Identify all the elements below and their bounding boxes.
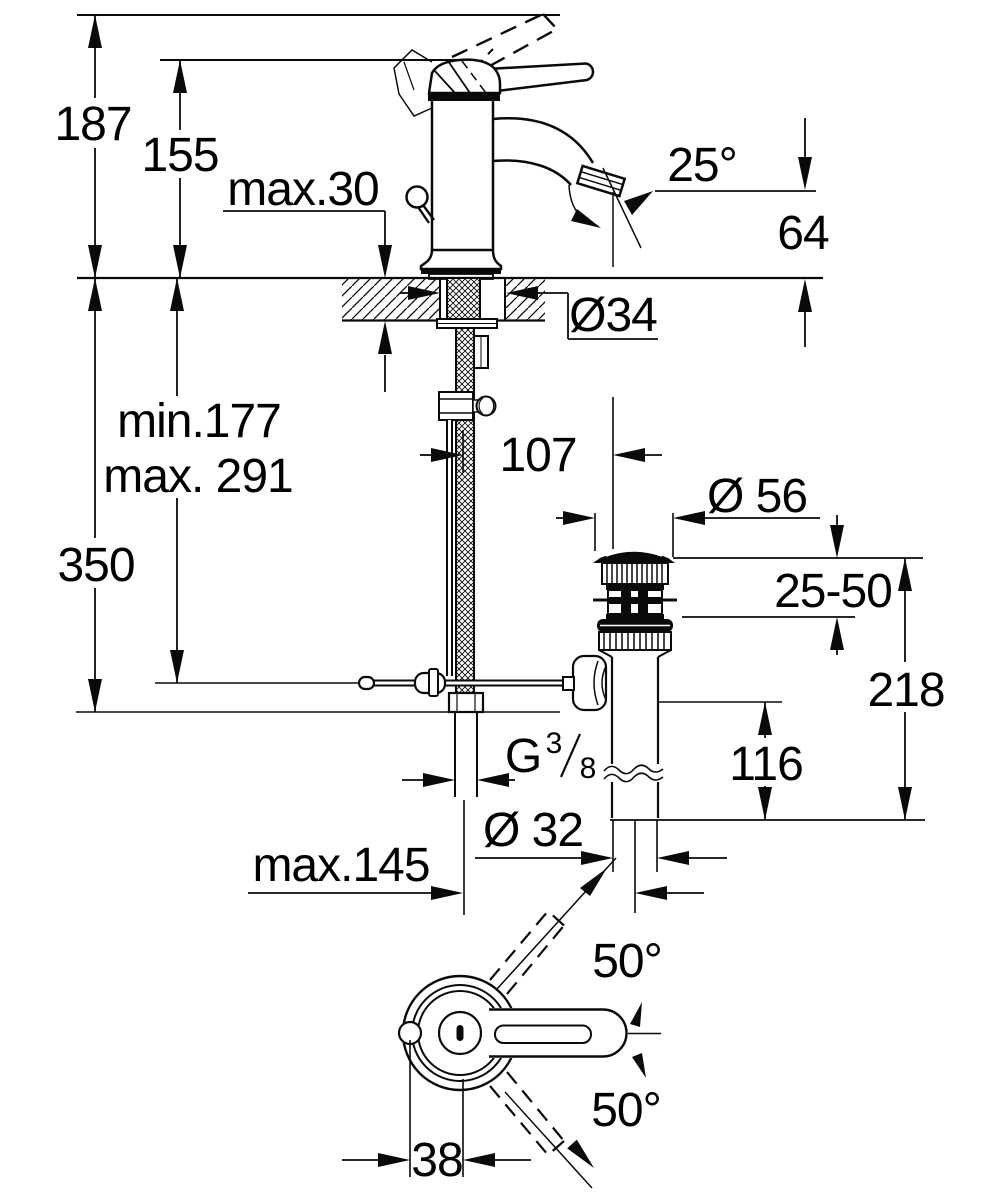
handle-swing-up-dashed — [489, 910, 565, 995]
g38-pipe-end — [454, 712, 478, 797]
dim-label-116: 116 — [729, 738, 803, 791]
mounting-and-hose — [357, 277, 575, 797]
pipe-break — [603, 764, 667, 783]
pop-up-rod-knob — [405, 185, 435, 224]
dim-overall-height: 187 — [54, 15, 133, 278]
dim-label-max291: max. 291 — [103, 450, 292, 503]
dim-label-350: 350 — [57, 539, 134, 592]
dim-label-max30: max.30 — [227, 163, 378, 216]
dimensions: 187 155 max.30 25° — [54, 15, 946, 1187]
dim-hose-connection-height: min.177 max. 291 — [100, 278, 298, 683]
dim-label-2550: 25-50 — [774, 565, 892, 618]
dim-hole-diameter: Ø34 — [400, 286, 658, 342]
waste-body — [593, 584, 677, 658]
dim-waste-height: 218 — [610, 558, 946, 821]
dim-spout-height: 64 — [655, 118, 830, 347]
dim-spout-reach: 107 — [420, 397, 662, 549]
faucet-base — [419, 248, 503, 280]
supply-hose — [455, 327, 489, 694]
dim-waste-deck-range: 25-50 — [673, 515, 923, 655]
dim-label-25deg: 25° — [667, 139, 737, 192]
faucet-body — [430, 101, 495, 251]
cartridge-dome — [427, 58, 502, 101]
dim-label-218: 218 — [867, 664, 944, 717]
aerator — [575, 164, 627, 198]
dim-label-g-num: 3 — [546, 727, 563, 760]
mounting-shank — [436, 277, 498, 329]
dim-label-g-den: 8 — [580, 752, 597, 785]
drain-assembly — [562, 550, 782, 913]
dim-label-187: 187 — [54, 98, 131, 151]
dim-label-dia32: Ø 32 — [483, 804, 583, 857]
dim-label-min177: min.177 — [117, 395, 281, 448]
ball-rod-knob — [562, 654, 608, 712]
dim-label-38: 38 — [411, 1134, 462, 1187]
pop-up-linkage — [438, 391, 497, 421]
dim-label-g: G — [505, 730, 541, 783]
dim-thread-g38: G 3 8 — [402, 727, 596, 787]
dim-tailpipe-length: 116 — [726, 702, 806, 820]
pop-up-pull-rod — [446, 420, 453, 676]
dim-label-dia56: Ø 56 — [707, 470, 807, 523]
lever-arm-top-view — [489, 1008, 630, 1058]
dim-rod-offset: 38 — [342, 1040, 531, 1187]
dim-label-max145: max.145 — [252, 839, 429, 892]
waste-plug — [593, 550, 675, 585]
spout — [492, 117, 627, 198]
hose-nut — [447, 691, 485, 714]
dim-label-50-bottom: 50° — [591, 1084, 661, 1137]
dim-deck-thickness: max.30 — [223, 163, 392, 392]
dim-label-dia34: Ø34 — [569, 289, 657, 342]
handle-top-view — [397, 857, 661, 1189]
faucet-front-view — [393, 12, 627, 280]
dim-label-107: 107 — [499, 429, 576, 482]
dim-rod-reach: max.145 — [248, 800, 704, 915]
dim-label-64: 64 — [777, 207, 829, 260]
dim-hose-length: 350 — [56, 278, 136, 712]
dim-label-155: 155 — [141, 129, 218, 182]
dim-lever-height: 155 — [141, 60, 220, 278]
lever-handle — [485, 62, 595, 94]
handle-swing-down-dashed — [489, 1071, 565, 1156]
dim-tailpipe-diameter: Ø 32 — [475, 804, 727, 865]
dim-waste-flange-diameter: Ø 56 — [556, 470, 820, 557]
dim-label-50-top: 50° — [592, 935, 662, 988]
horizontal-rod — [357, 668, 575, 697]
dim-spout-angle: 25° — [568, 139, 738, 267]
tailpipe — [603, 657, 667, 818]
